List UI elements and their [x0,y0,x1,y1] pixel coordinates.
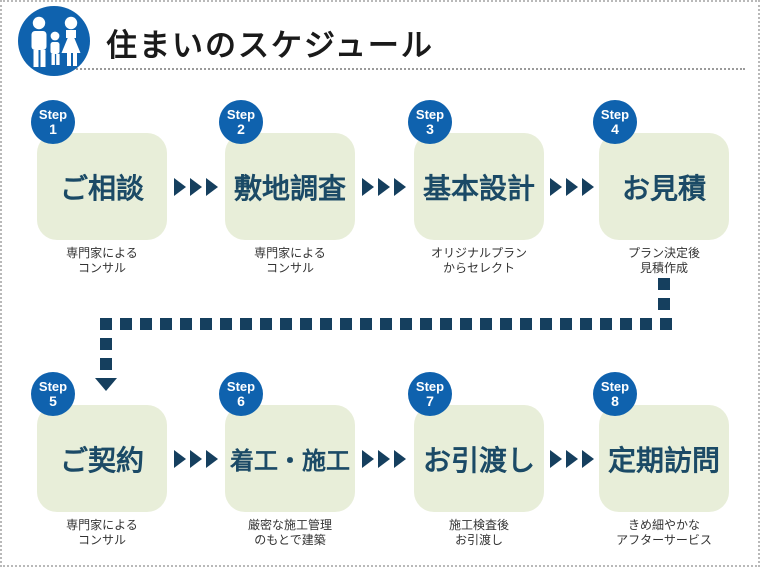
step-description: きめ細やかなアフターサービス [616,518,712,547]
step-badge: Step 4 [593,100,637,144]
flow-arrows-icon [362,178,406,196]
step-description: 専門家によるコンサル [66,518,138,547]
step-8-regular-visit: Step 8 定期訪問 きめ細やかなアフターサービス [593,372,729,547]
connector-vertical-left [100,338,112,372]
step-7-handover: Step 7 お引渡し 施工検査後お引渡し [408,372,544,547]
step-6-construction: Step 6 着工・施工 厳密な施工管理のもとで建築 [219,372,355,547]
step-badge: Step 8 [593,372,637,416]
step-3-basic-design: Step 3 基本設計 オリジナルプランからセレクト [408,100,544,275]
step-5-contract: Step 5 ご契約 専門家によるコンサル [31,372,167,547]
step-description: 施工検査後お引渡し [448,518,509,547]
step-box: 基本設計 [414,133,544,240]
step-description: 専門家によるコンサル [66,246,138,275]
step-4-estimate: Step 4 お見積 プラン決定後見積作成 [593,100,729,275]
step-box: 着工・施工 [225,405,355,512]
step-badge: Step 1 [31,100,75,144]
step-box: ご契約 [37,405,167,512]
step-badge: Step 5 [31,372,75,416]
flow-arrows-icon [550,450,594,468]
flow-arrows-icon [174,450,218,468]
step-box: お引渡し [414,405,544,512]
step-badge: Step 6 [219,372,263,416]
page-title: 住まいのスケジュール [106,28,434,64]
step-description: プラン決定後見積作成 [627,246,700,275]
step-box: お見積 [599,133,729,240]
arrow-down-icon [95,378,117,391]
header-divider [57,68,745,70]
step-badge: Step 2 [219,100,263,144]
step-description: オリジナルプランからセレクト [430,246,527,275]
step-1-consultation: Step 1 ご相談 専門家によるコンサル [31,100,167,275]
step-description: 専門家によるコンサル [254,246,326,275]
step-2-site-survey: Step 2 敷地調査 専門家によるコンサル [219,100,355,275]
step-badge: Step 3 [408,100,452,144]
connector-horizontal [100,318,672,330]
step-box: 敷地調査 [225,133,355,240]
flow-arrows-icon [174,178,218,196]
step-badge: Step 7 [408,372,452,416]
flow-arrows-icon [362,450,406,468]
family-icon [18,6,90,76]
step-box: 定期訪問 [599,405,729,512]
flow-arrows-icon [550,178,594,196]
step-description: 厳密な施工管理のもとで建築 [247,518,332,547]
step-box: ご相談 [37,133,167,240]
connector-vertical-right [658,278,670,312]
